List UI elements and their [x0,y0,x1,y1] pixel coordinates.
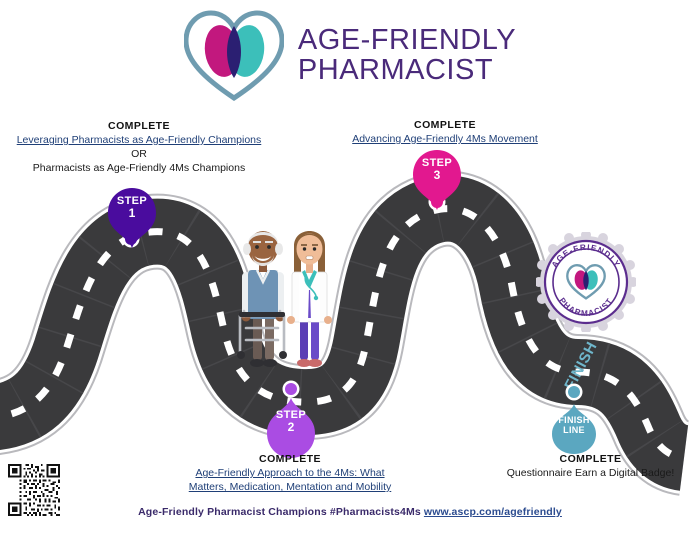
double-heart-logo [183,10,284,102]
step-1-link[interactable]: Leveraging Pharmacists as Age-Friendly C… [16,134,262,146]
older-man-with-walker [237,231,287,367]
step-1-pin-shape [108,188,156,248]
step-3-pin-shape [413,150,461,210]
footer-text: Age-Friendly Pharmacist Champions #Pharm… [138,506,424,518]
callout-step-2: COMPLETE Age-Friendly Approach to the 4M… [175,452,405,494]
footer-url[interactable]: www.ascp.com/agefriendly [423,506,562,518]
older-adult-with-walker-and-pharmacist [237,231,332,367]
step-1-complete-label: COMPLETE [108,120,170,132]
callout-step-3: COMPLETE Advancing Age-Friendly 4Ms Move… [330,118,560,146]
step-2-link-line-1[interactable]: Age-Friendly Approach to the 4Ms: What [195,467,385,479]
logo-block: AGE-FRIENDLY PHARMACIST [0,6,700,106]
logo-text: AGE-FRIENDLY PHARMACIST [298,26,516,85]
callout-step-1: COMPLETE Leveraging Pharmacists as Age-F… [8,119,270,175]
step-3-pin[interactable]: STEP 3 [411,148,463,210]
finish-complete-label: COMPLETE [559,453,622,465]
age-friendly-pharmacist-seal: AGE-FRIENDLY PHARMACIST [536,232,636,332]
finish-line-pin[interactable]: FINISH LINE [550,404,598,456]
footer: Age-Friendly Pharmacist Champions #Pharm… [0,506,700,518]
step-1-or: OR [131,148,147,160]
step-2-pin-shape [267,398,315,458]
logo-line-2: PHARMACIST [297,54,494,86]
step-2-link-line-2[interactable]: Matters, Medication, Mentation and Mobil… [188,481,392,493]
finish-caption: Questionnaire Earn a Digital Badge! [506,467,675,479]
step-1-alt-text: Pharmacists as Age-Friendly 4Ms Champion… [32,162,246,174]
step-2-complete-label: COMPLETE [259,453,321,465]
step-3-link[interactable]: Advancing Age-Friendly 4Ms Movement [352,133,538,145]
qr-code[interactable] [6,462,62,518]
callout-finish: COMPLETE Questionnaire Earn a Digital Ba… [488,452,693,480]
step-3-complete-label: COMPLETE [414,119,476,131]
finish-line-pin-shape [552,404,596,454]
step-2-pin[interactable]: STEP 2 [265,398,317,460]
logo-line-1: AGE-FRIENDLY [297,24,517,57]
female-pharmacist [287,231,332,367]
step-1-pin[interactable]: STEP 1 [106,186,158,248]
